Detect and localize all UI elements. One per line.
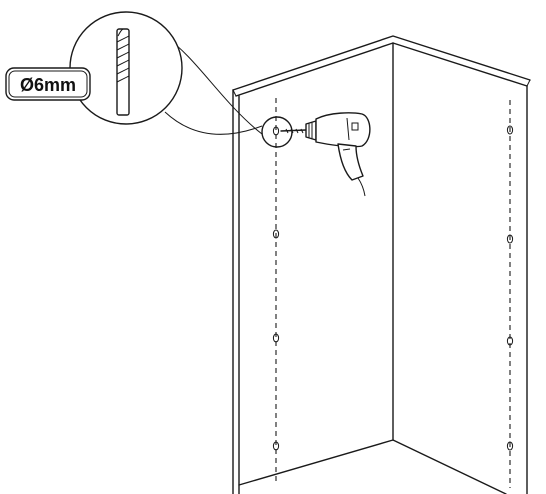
drill-size-badge: Ø6mm [5,67,91,101]
cabinet-top-edge [232,35,531,97]
right-panel [392,85,528,494]
hole [506,234,514,244]
drill-size-label: Ø6mm [20,75,76,95]
right-hole-column [506,125,514,451]
hole [272,441,280,451]
hole [272,126,280,136]
drill-bit-icon [116,28,130,116]
hole [506,125,514,135]
left-hole-column [272,126,280,451]
power-drill-icon [280,112,371,197]
left-panel [232,42,394,494]
hole [272,333,280,343]
hole [506,336,514,346]
hole [506,441,514,451]
hole [272,229,280,239]
magnifier [69,11,183,125]
